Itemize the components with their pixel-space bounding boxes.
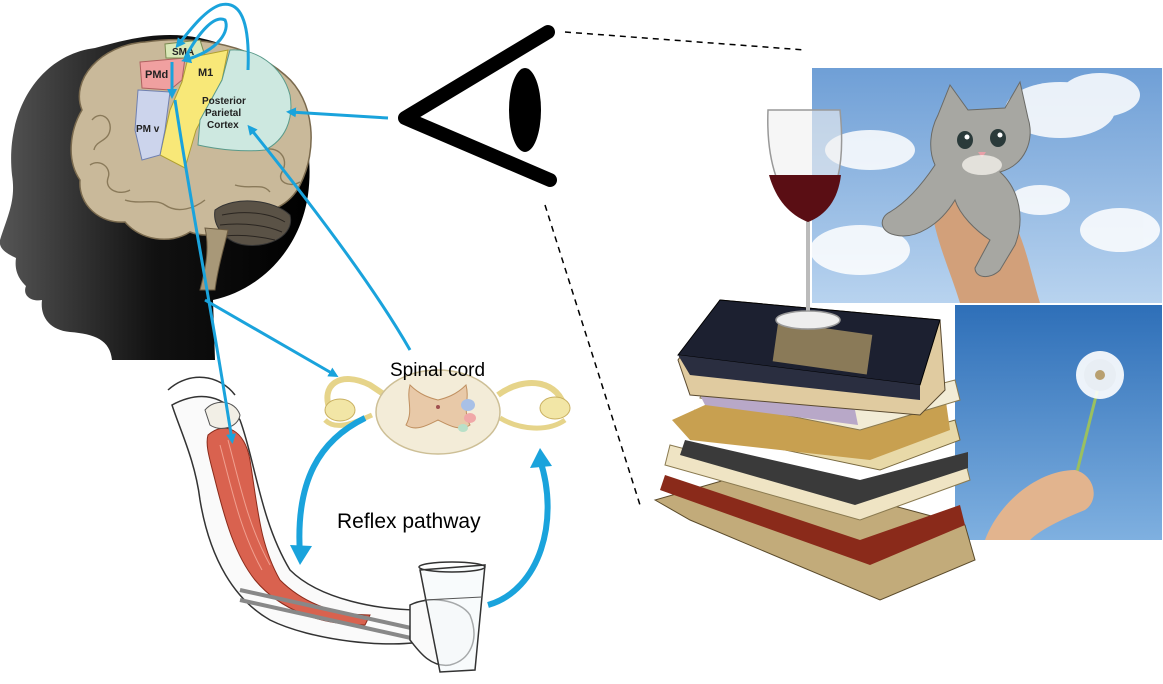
reflex-arrow-down — [299, 418, 365, 555]
m1-label: M1 — [198, 67, 213, 79]
eye-icon — [405, 32, 550, 180]
book-stack — [655, 300, 975, 600]
kitten-photo — [810, 68, 1162, 303]
spinal-cord-label: Spinal cord — [390, 360, 485, 381]
pmd-label: PMd — [145, 69, 168, 81]
ppc-label-2: Parietal — [205, 108, 241, 119]
ppc-label-3: Cortex — [207, 120, 239, 131]
dandelion-photo — [955, 305, 1162, 540]
pmv-label: PM v — [136, 124, 160, 135]
view-line-top — [565, 32, 805, 50]
ppc-label-1: Posterior — [202, 96, 246, 107]
view-line-bottom — [545, 205, 640, 505]
reflex-arrow-up — [488, 460, 548, 605]
reflex-pathway-label: Reflex pathway — [337, 510, 481, 533]
spinal-cord-cross-section: Spinal cord — [325, 360, 570, 454]
arrow-to-spinal — [205, 300, 335, 375]
